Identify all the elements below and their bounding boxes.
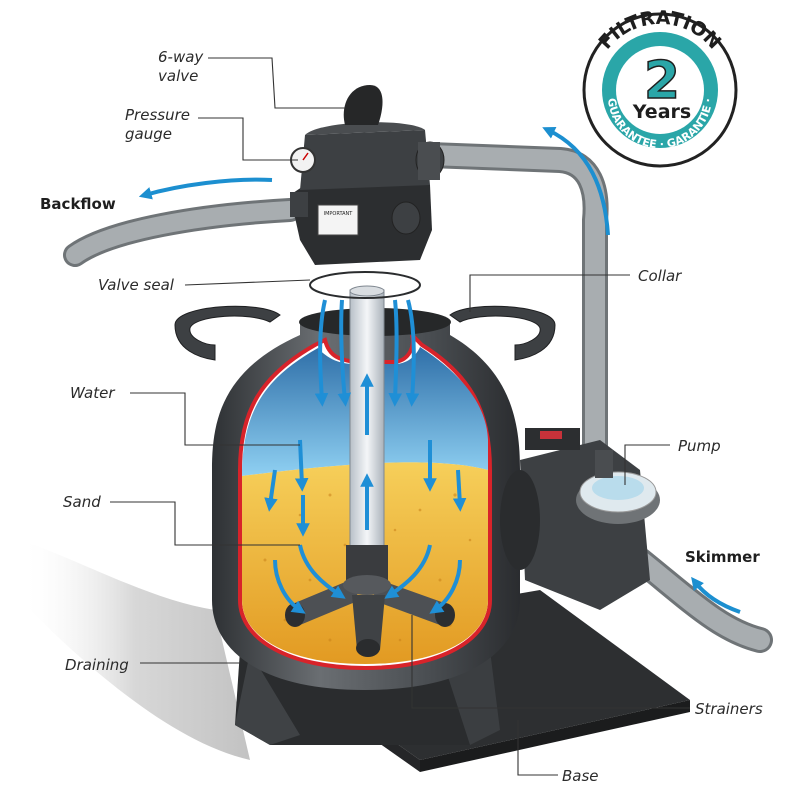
label-strainers: Strainers bbox=[695, 700, 763, 718]
label-six-way-valve-line2: valve bbox=[158, 67, 199, 85]
sand-grains bbox=[263, 493, 472, 642]
label-pump: Pump bbox=[678, 437, 721, 455]
flow-arrows-interior bbox=[264, 299, 467, 614]
flow-arrows-exterior bbox=[138, 126, 741, 614]
label-collar: Collar bbox=[638, 267, 682, 285]
badge-unit: Years bbox=[632, 101, 691, 123]
label-pressure-gauge-line2: gauge bbox=[125, 125, 172, 143]
label-pressure-gauge: Pressure gauge bbox=[125, 106, 190, 144]
label-backflow: Backflow bbox=[40, 195, 116, 213]
badge-number: 2 bbox=[644, 51, 680, 111]
label-draining: Draining bbox=[65, 656, 129, 674]
collar-clamps bbox=[174, 305, 556, 361]
label-six-way-valve-line1: 6-way bbox=[158, 48, 204, 66]
label-skimmer: Skimmer bbox=[685, 548, 760, 566]
label-six-way-valve: 6-way valve bbox=[158, 48, 203, 86]
hoses bbox=[63, 142, 773, 653]
label-water: Water bbox=[70, 384, 115, 402]
leader-lines bbox=[110, 57, 690, 776]
label-sand: Sand bbox=[63, 493, 101, 511]
six-way-valve: IMPORTANT bbox=[290, 85, 445, 265]
label-pressure-gauge-line1: Pressure bbox=[125, 106, 190, 124]
guarantee-badge: FILTRATION GUARANTEE · GARANTIE · 2 Year… bbox=[582, 7, 738, 168]
pump bbox=[500, 428, 660, 610]
valve-seal-ring bbox=[309, 271, 421, 299]
label-base: Base bbox=[562, 767, 599, 785]
valve-sticker: IMPORTANT bbox=[324, 211, 354, 217]
label-valve-seal: Valve seal bbox=[98, 276, 174, 294]
ground-shadow bbox=[20, 540, 250, 760]
